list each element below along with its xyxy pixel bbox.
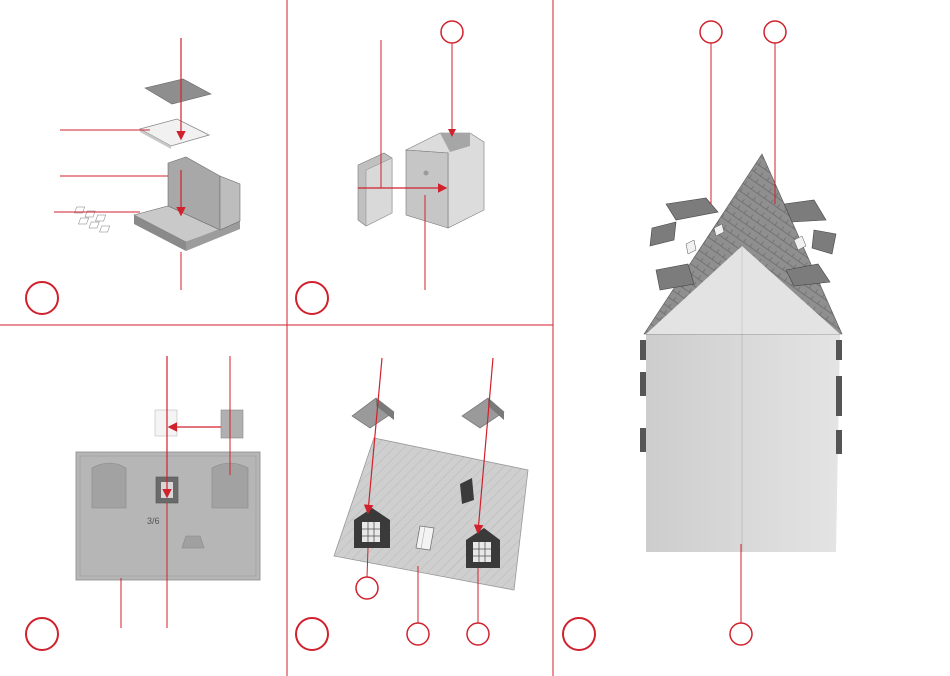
small-window-glass	[155, 410, 177, 436]
step-2-callout-circle-top	[441, 21, 463, 43]
step-3-number-circle	[26, 618, 58, 650]
step-4-callout-circle-c	[467, 623, 489, 645]
step-4-callout-circle-b	[407, 623, 429, 645]
dormer-cap-right	[462, 398, 504, 428]
window-glazing-dark	[145, 79, 211, 104]
step-2-panel	[296, 21, 484, 314]
panel-stamp-text: 3/6	[147, 516, 160, 526]
step-1-number-circle	[26, 282, 58, 314]
step-4-number-circle	[296, 618, 328, 650]
step-5-callout-circle-bottom	[730, 623, 752, 645]
step-5-panel	[563, 21, 842, 650]
wall-right-piece	[406, 133, 484, 228]
step-5-callout-circle-right	[764, 21, 786, 43]
step-4-callout-circle-a	[356, 577, 378, 599]
step-5-callout-circle-left	[700, 21, 722, 43]
step-5-number-circle	[563, 618, 595, 650]
step-4-panel	[296, 358, 528, 650]
step-1-panel	[26, 38, 240, 314]
dormer-socket-left	[92, 463, 126, 508]
dormer-cap-left	[352, 398, 394, 428]
small-tab	[182, 536, 204, 548]
window-frame-part	[74, 157, 240, 251]
small-window-insert	[221, 410, 243, 438]
house-body	[640, 334, 842, 552]
step-3-panel: 3/6	[26, 356, 260, 650]
window-pane-clear	[140, 119, 209, 146]
wall-left-piece	[358, 153, 392, 226]
step-2-number-circle	[296, 282, 328, 314]
